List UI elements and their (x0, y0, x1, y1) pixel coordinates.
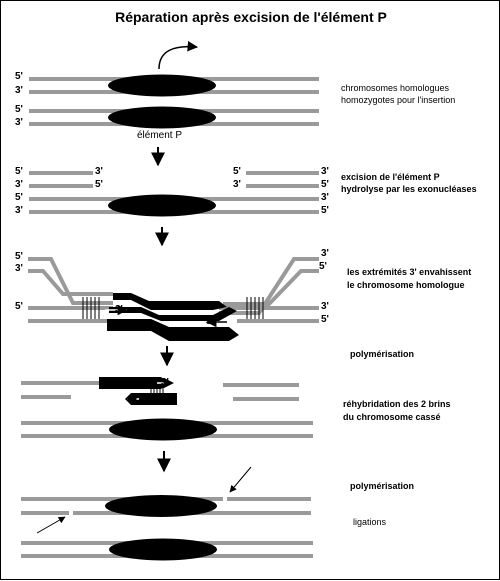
step2-excision (29, 171, 319, 217)
base-pairing-ticks (82, 297, 264, 319)
end-label-3: 3' (321, 192, 329, 203)
end-label-3: 3' (15, 263, 23, 274)
end-label-5: 5' (233, 166, 241, 177)
base-pairing-ticks (150, 387, 164, 395)
step3-invasion (28, 257, 319, 341)
end-label-3: 3' (321, 166, 329, 177)
p-element (99, 377, 169, 389)
end-label-3: 3' (161, 377, 169, 388)
p-element (107, 319, 239, 341)
end-label-3: 3' (233, 179, 241, 190)
end-label-3: 3' (15, 179, 23, 190)
step1-line1: chromosomes homologues (341, 83, 450, 93)
end-label-5: 5' (15, 71, 23, 82)
step1-chromosomes (29, 40, 319, 129)
end-label-5: 5' (15, 166, 23, 177)
step5-line1: réhybridation des 2 brins (343, 399, 451, 409)
p-element (108, 194, 216, 217)
step5-ligation (21, 466, 313, 561)
end-label-3: 3' (15, 205, 23, 216)
step4-label: polymérisation (350, 349, 415, 359)
end-label-3: 3' (15, 117, 23, 128)
p-element (108, 74, 216, 97)
end-label-5: 5' (15, 104, 23, 115)
strand (28, 269, 113, 296)
end-label-5: 5' (319, 261, 327, 272)
p-element (109, 307, 237, 321)
p-element (109, 538, 217, 561)
step-arrows (151, 147, 174, 473)
end-label-3: 3' (321, 301, 329, 312)
end-label-5: 5' (321, 314, 329, 325)
nick-gap (69, 509, 73, 517)
p-element (125, 393, 177, 405)
diagram-title: Réparation après excision de l'élément P (115, 9, 387, 25)
nick-pointer-arrow (229, 466, 252, 493)
end-label-5: 5' (15, 301, 23, 312)
end-label-3: 3' (115, 304, 123, 315)
strand (28, 257, 113, 305)
element-p-label: élément P (137, 130, 183, 141)
end-label-5: 5' (321, 205, 329, 216)
step2-line2: hydrolyse par les exonucléases (341, 184, 477, 194)
end-label-5: 5' (15, 192, 23, 203)
strand (223, 269, 319, 306)
step7-label: ligations (353, 517, 387, 527)
p-element (113, 293, 227, 310)
end-label-3: 3' (15, 85, 23, 96)
step2-line1: excision de l'élément P (341, 172, 440, 182)
end-label-3: 3' (321, 248, 329, 259)
step5-line2: du chromosome cassé (343, 412, 441, 422)
nick-pointer-arrow (36, 516, 66, 534)
step1-line2: homozygotes pour l'insertion (341, 95, 456, 105)
strand (219, 257, 319, 315)
nick-gap (223, 495, 227, 503)
end-label-3: 3' (95, 166, 103, 177)
step3-line2: le chromosome homologue (347, 280, 465, 290)
excision-curved-arrow (158, 40, 199, 70)
end-label-5: 5' (321, 179, 329, 190)
p-element (109, 418, 217, 441)
p-element (105, 495, 217, 517)
step4-rehybridization (21, 377, 313, 441)
end-label-3: 3' (141, 393, 149, 404)
p-element (108, 106, 216, 129)
end-label-3: 3' (206, 316, 214, 327)
end-label-5: 5' (15, 251, 23, 262)
step6-label: polymérisation (350, 481, 415, 491)
end-label-5: 5' (95, 179, 103, 190)
step3-line1: les extrémités 3' envahissent (347, 267, 472, 277)
